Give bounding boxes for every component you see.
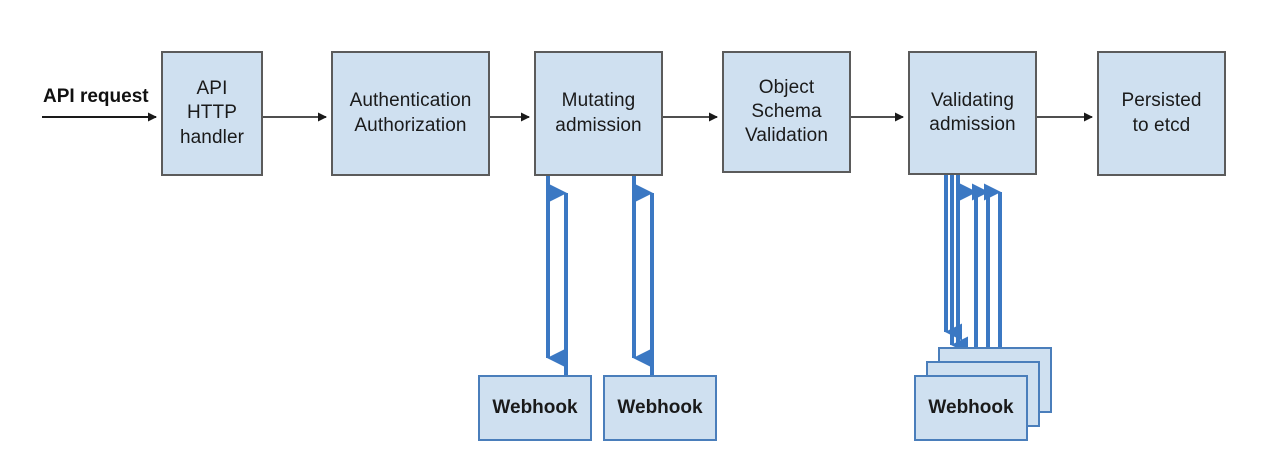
- webhook-mutating-2[interactable]: Webhook: [603, 375, 717, 441]
- node-validating-admission[interactable]: Validating admission: [908, 51, 1037, 175]
- webhook-validating-stack-front[interactable]: Webhook: [914, 375, 1028, 441]
- webhook-mutating-1[interactable]: Webhook: [478, 375, 592, 441]
- node-mutating-admission[interactable]: Mutating admission: [534, 51, 663, 176]
- node-object-schema-validation[interactable]: Object Schema Validation: [722, 51, 851, 173]
- api-request-label: API request: [43, 86, 149, 107]
- node-api-http-handler[interactable]: API HTTP handler: [161, 51, 263, 176]
- node-persisted-to-etcd[interactable]: Persisted to etcd: [1097, 51, 1226, 176]
- node-authentication-authorization[interactable]: Authentication Authorization: [331, 51, 490, 176]
